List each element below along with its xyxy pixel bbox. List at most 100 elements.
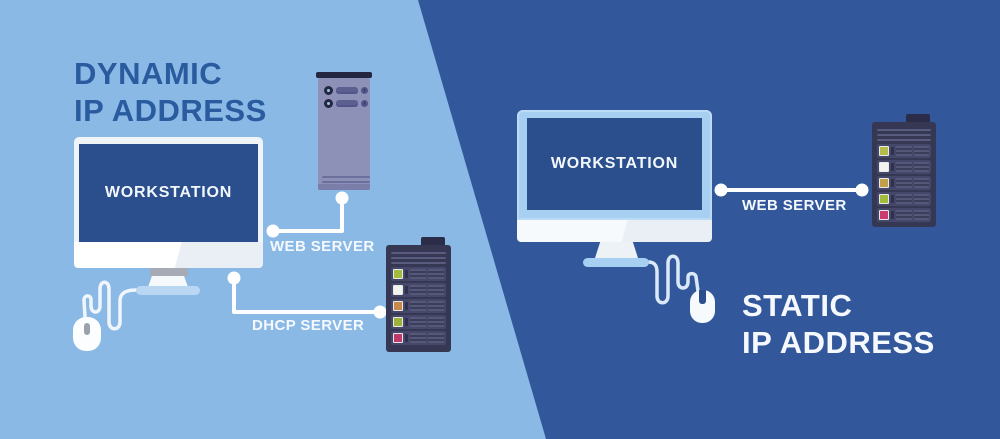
workstation-monitor-right: WORKSTATION (517, 110, 712, 267)
static-ip-title: STATIC IP ADDRESS (742, 287, 935, 361)
mouse-cable-right (646, 254, 700, 305)
led-indicator (879, 146, 889, 156)
rack-notch (405, 334, 408, 342)
connection-line-dhcp-left (232, 278, 380, 314)
mouse-left (73, 317, 101, 351)
rack-vent-line (391, 262, 446, 264)
rack-rows (391, 267, 446, 345)
monitor-neck (150, 268, 188, 276)
workstation-label: WORKSTATION (550, 155, 679, 172)
monitor-frame: WORKSTATION (74, 137, 263, 242)
mouse-scroll-slot (84, 323, 90, 335)
led-indicator (879, 178, 889, 188)
connection-node (227, 271, 241, 285)
eject-icon: › (361, 100, 368, 107)
drive-bay: › (324, 85, 368, 96)
led-indicator (393, 301, 403, 311)
mouse-right (690, 290, 715, 323)
monitor-bezel (517, 220, 712, 242)
rack-row (877, 176, 931, 190)
rack-row (877, 192, 931, 206)
rack-notch (891, 163, 894, 171)
rack-slot (410, 317, 426, 327)
dynamic-ip-title: DYNAMIC IP ADDRESS (74, 55, 267, 129)
led-indicator (879, 162, 889, 172)
rack-slot (428, 269, 444, 279)
rack-notch (405, 302, 408, 310)
connection-node (855, 183, 869, 197)
rack-rows (877, 144, 931, 222)
title-line: STATIC (742, 288, 853, 323)
rack-slot (913, 194, 929, 204)
monitor-screen: WORKSTATION (79, 144, 258, 242)
led-indicator (879, 210, 889, 220)
rack-vent-line (877, 129, 931, 131)
mouse-cable-left (82, 280, 138, 331)
tower-server-web-left: › › (316, 72, 372, 190)
monitor-stand (148, 276, 188, 287)
led-indicator (393, 269, 403, 279)
led-indicator (879, 194, 889, 204)
rack-vent-line (391, 257, 446, 259)
title-line: IP ADDRESS (74, 93, 267, 128)
rack-row (877, 208, 931, 222)
tower-body: › › (318, 78, 370, 190)
rack-slot (896, 162, 912, 172)
vent-stripe (322, 176, 370, 178)
monitor-stand (595, 242, 638, 258)
rack-slot (913, 178, 929, 188)
rack-notch (405, 286, 408, 294)
rack-slot (428, 317, 444, 327)
rack-notch (405, 270, 408, 278)
rack-slot (896, 194, 912, 204)
monitor-base (136, 286, 200, 295)
rack-notch (891, 179, 894, 187)
monitor-screen: WORKSTATION (527, 118, 702, 210)
rack-slot (896, 178, 912, 188)
rack-notch (405, 318, 408, 326)
web-server-label-left: WEB SERVER (270, 238, 375, 255)
connection-node (266, 224, 280, 238)
rack-slot (428, 333, 444, 343)
rack-server-web-right (872, 114, 936, 227)
rack-notch (891, 211, 894, 219)
rack-slot (913, 162, 929, 172)
vent-stripe (322, 181, 370, 183)
workstation-monitor-left: WORKSTATION (74, 137, 263, 295)
rack-slot (428, 301, 444, 311)
rack-row (391, 331, 446, 345)
monitor-frame: WORKSTATION (517, 110, 712, 220)
dhcp-server-label: DHCP SERVER (252, 317, 365, 334)
bay-knob-icon (324, 99, 333, 108)
connection-node (714, 183, 728, 197)
monitor-bezel (74, 242, 263, 268)
rack-row (391, 315, 446, 329)
rack-slot (896, 146, 912, 156)
rack-server-dhcp (386, 237, 451, 352)
rack-row (391, 267, 446, 281)
rack-vent-line (877, 134, 931, 136)
monitor-base (583, 258, 649, 267)
bay-knob-icon (324, 86, 333, 95)
led-indicator (393, 317, 403, 327)
connection-node (335, 191, 349, 205)
rack-notch (891, 195, 894, 203)
led-indicator (393, 285, 403, 295)
rack-slot (896, 210, 912, 220)
workstation-label: WORKSTATION (104, 184, 233, 201)
rack-vent-line (877, 139, 931, 141)
rack-slot (913, 146, 929, 156)
rack-row (877, 160, 931, 174)
rack-slot (410, 333, 426, 343)
rack-slot (428, 285, 444, 295)
rack-slot (410, 301, 426, 311)
title-line: IP ADDRESS (742, 325, 935, 360)
rack-vent-line (391, 252, 446, 254)
eject-icon: › (361, 87, 368, 94)
mouse-scroll-slot (699, 290, 706, 304)
tower-top-cap (316, 72, 372, 78)
rack-row (391, 299, 446, 313)
rack-slot (410, 269, 426, 279)
